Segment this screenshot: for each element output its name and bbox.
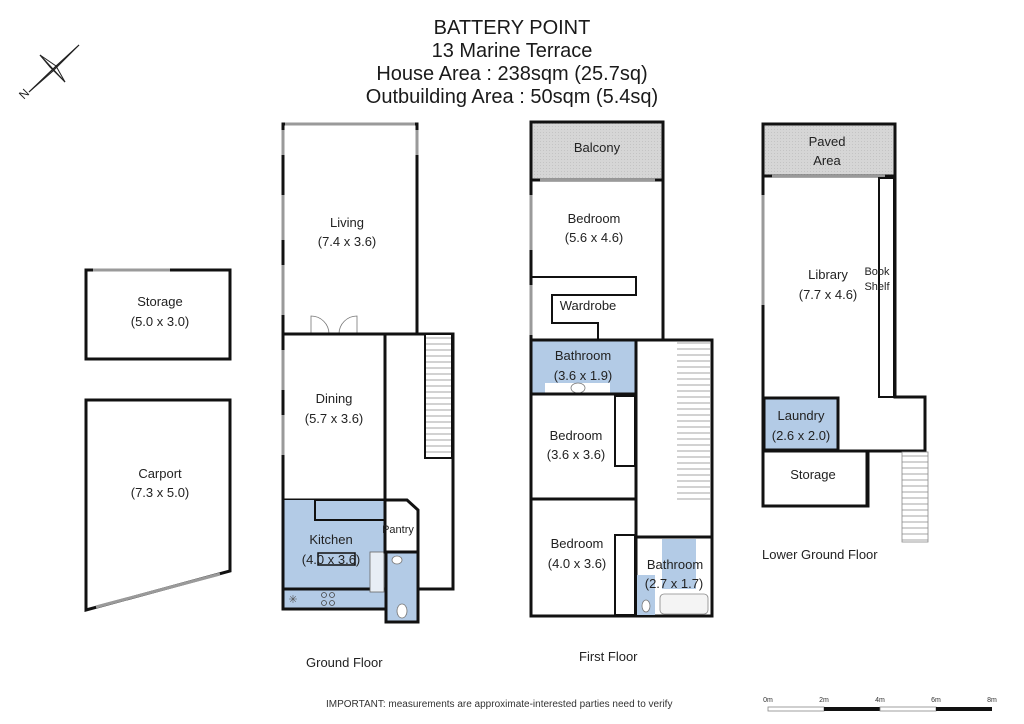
first-floor-plan: Balcony Bedroom (5.6 x 4.6) Wardrobe Bat… (529, 120, 714, 664)
room-name: Bedroom (550, 428, 603, 443)
room-name: Carport (138, 466, 182, 481)
room-dims: (4.0 x 3.6) (302, 552, 361, 567)
scale-tick: 2m (819, 697, 829, 704)
suburb-title: BATTERY POINT (433, 17, 591, 39)
room-dims: (2.7 x 1.7) (645, 576, 704, 591)
scale-tick: 8m (987, 697, 997, 704)
room-name: Library (808, 267, 848, 282)
outbuilding-carport: Carport (7.3 x 5.0) (84, 398, 232, 612)
room-name: Storage (790, 467, 836, 482)
room-name: Kitchen (309, 532, 352, 547)
ground-floor-label: Ground Floor (306, 655, 383, 670)
room-name: Shelf (864, 281, 890, 293)
room-dims: (5.0 x 3.0) (131, 314, 190, 329)
room-dims: (7.3 x 5.0) (131, 485, 190, 500)
room-dims: (7.7 x 4.6) (799, 287, 858, 302)
room-name: Bedroom (551, 536, 604, 551)
disclaimer: IMPORTANT: measurements are approximate-… (326, 699, 673, 710)
scale-tick: 0m (763, 697, 773, 704)
room-dims: (7.4 x 3.6) (318, 234, 377, 249)
first-floor-label: First Floor (579, 649, 638, 664)
room-name: Balcony (574, 140, 621, 155)
compass-north-label: N (16, 86, 32, 102)
room-name: Bathroom (555, 348, 611, 363)
room-dims: (3.6 x 3.6) (547, 447, 606, 462)
outbuilding-storage: Storage (5.0 x 3.0) (84, 268, 232, 361)
scale-bar: 0m 2m 4m 6m 8m (763, 697, 997, 712)
room-name: Storage (137, 294, 183, 309)
room-name: Pantry (382, 524, 414, 536)
lower-ground-floor-label: Lower Ground Floor (762, 547, 878, 562)
toilet-icon (396, 603, 408, 619)
scale-tick: 6m (931, 697, 941, 704)
north-arrow-icon: N (16, 44, 80, 102)
room-name: Bedroom (568, 211, 621, 226)
room-name: Book (864, 266, 890, 278)
cooktop-icon (321, 592, 335, 606)
ground-floor-plan: Living (7.4 x 3.6) Dining (5.7 x 3.6) ✳ … (281, 122, 455, 670)
toilet-icon (641, 599, 651, 613)
room-name: Bathroom (647, 557, 703, 572)
house-area: House Area : 238sqm (25.7sq) (376, 63, 648, 85)
room-dims: (5.7 x 3.6) (305, 411, 364, 426)
bathtub-icon (659, 593, 709, 615)
lower-ground-floor-plan: Paved Area Library (7.7 x 4.6) Book Shel… (761, 122, 929, 562)
room-dims: (2.6 x 2.0) (772, 428, 831, 443)
room-dims: (4.0 x 3.6) (548, 556, 607, 571)
room-name: Wardrobe (560, 298, 617, 313)
room-name: Paved (809, 134, 846, 149)
outbuilding-area: Outbuilding Area : 50sqm (5.4sq) (365, 86, 659, 108)
room-name: Living (330, 215, 364, 230)
room-dims: (5.6 x 4.6) (565, 230, 624, 245)
room-dims: (3.6 x 1.9) (554, 368, 613, 383)
room-name: Area (813, 153, 841, 168)
room-name: Dining (316, 391, 353, 406)
address-title: 13 Marine Terrace (431, 40, 593, 62)
scale-tick: 4m (875, 697, 885, 704)
sink-icon (369, 551, 385, 593)
fan-icon: ✳ (288, 594, 297, 606)
room-name: Laundry (778, 408, 825, 423)
